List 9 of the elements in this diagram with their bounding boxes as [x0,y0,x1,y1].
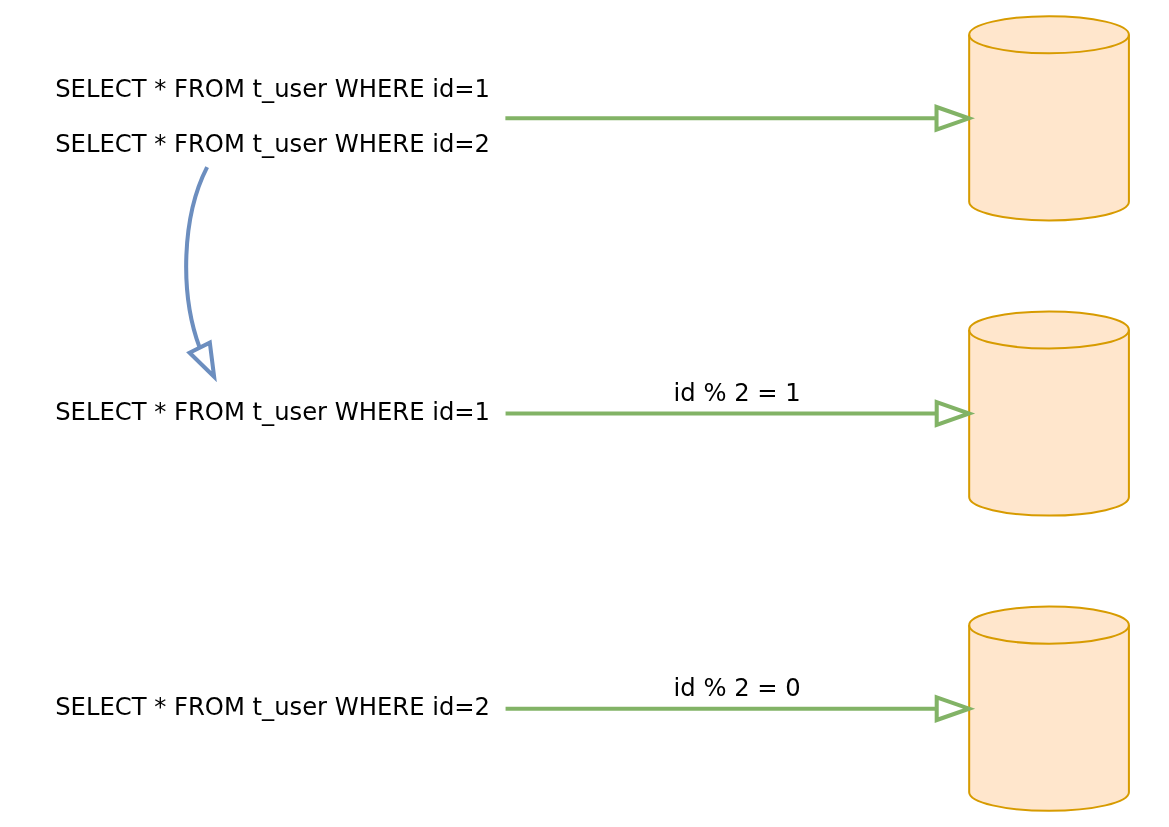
arrow [184,166,217,383]
node-text: SELECT * FROM t_user WHERE id=1 [55,396,491,426]
arrow [505,694,976,723]
edge-label: id % 2 = 1 [673,377,801,407]
arrow [505,104,975,133]
node-text: SELECT * FROM t_user WHERE id=2 [55,691,491,721]
arrow [505,399,976,428]
edge-label: id % 2 = 0 [673,672,801,702]
node-text: SELECT * FROM t_user WHERE id=1 SELECT * FROM t_user WHERE id=2 [55,74,491,158]
